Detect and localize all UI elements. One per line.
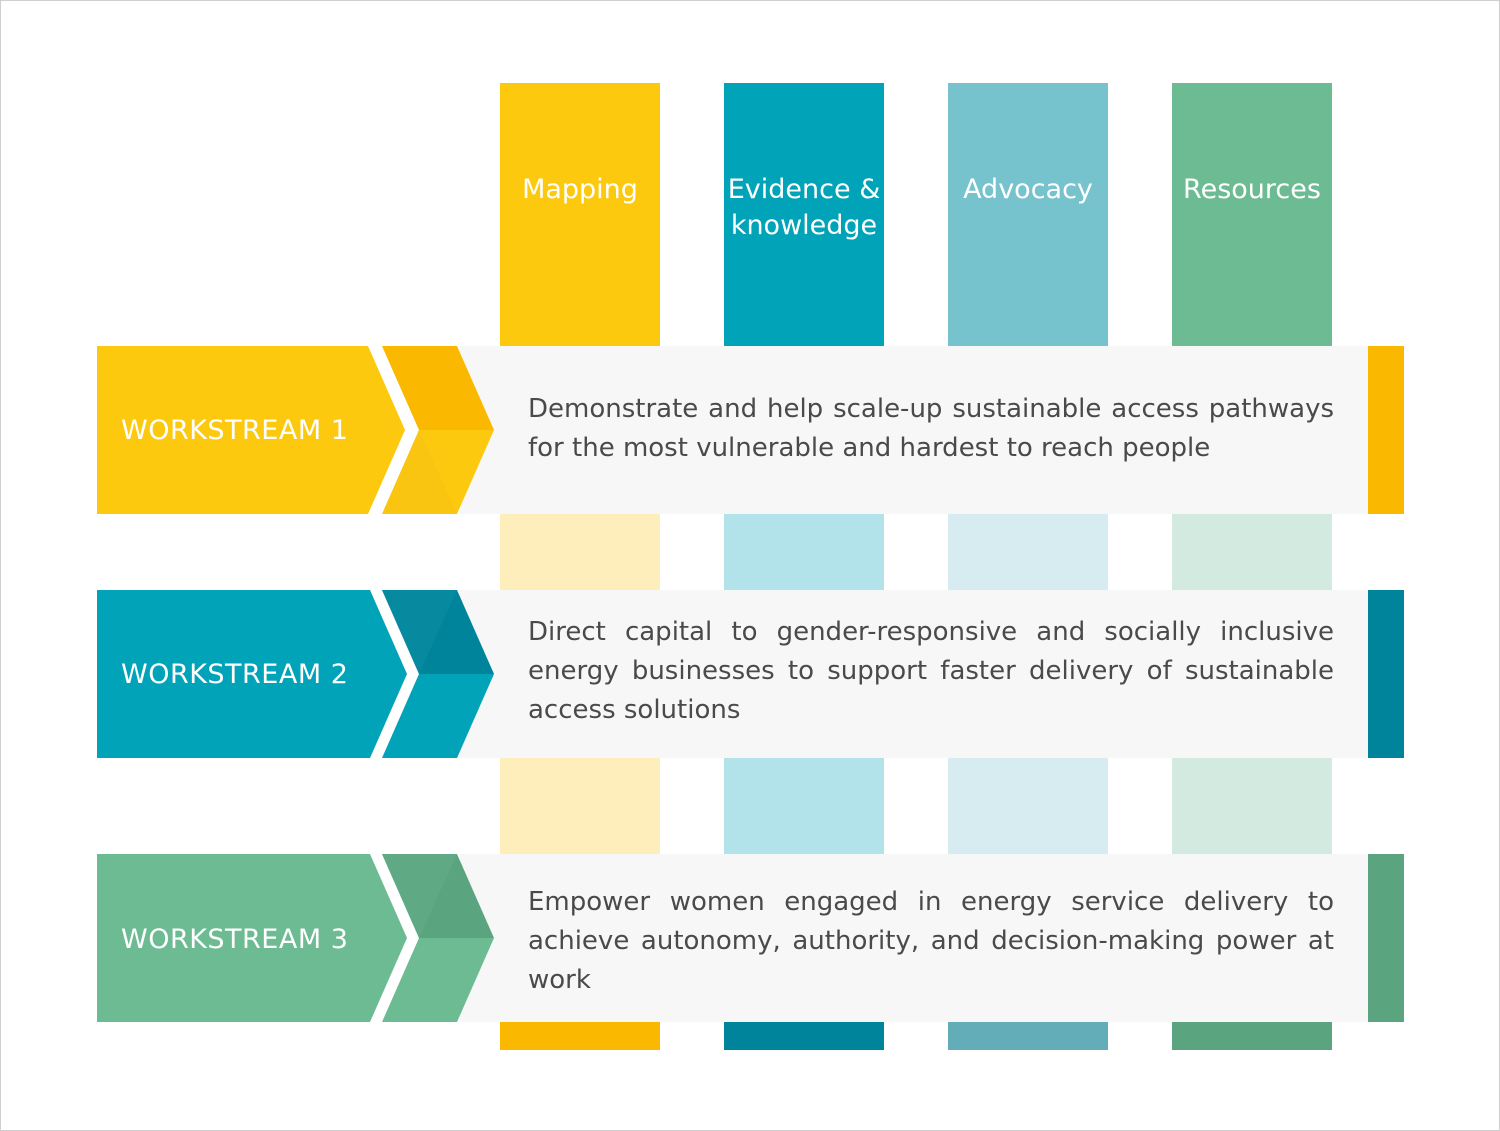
column-mapping-connector-1 [500, 514, 660, 590]
column-mapping-footer [500, 1022, 660, 1050]
column-evidence-connector-1 [724, 514, 884, 590]
workstream-1-band [460, 346, 1368, 514]
column-evidence-knowledge: Evidence & knowledge [724, 83, 884, 346]
workstream-3-label: WORKSTREAM 3 [121, 924, 349, 955]
column-resources: Resources [1172, 83, 1332, 346]
column-resources-connector-2 [1172, 758, 1332, 854]
workstream-2-arrow [97, 590, 494, 758]
column-mapping-connector-2 [500, 758, 660, 854]
workstream-3-arrow [97, 854, 494, 1022]
column-evidence-connector-2 [724, 758, 884, 854]
column-resources-connector-1 [1172, 514, 1332, 590]
column-mapping-label: Mapping [522, 174, 638, 205]
column-evidence-knowledge-label: Evidence & knowledge [727, 174, 881, 241]
workstream-1-arrow [97, 346, 494, 514]
column-advocacy-label: Advocacy [963, 174, 1093, 205]
column-advocacy-footer [948, 1022, 1108, 1050]
workstream-3-description: Empower women engaged in energy service … [528, 887, 1334, 995]
workstream-2-endcap [1368, 590, 1404, 758]
workstream-3-band [460, 854, 1368, 1022]
workstream-1-endcap [1368, 346, 1404, 514]
column-advocacy-connector-2 [948, 758, 1108, 854]
column-resources-label: Resources [1183, 174, 1321, 205]
column-evidence-footer [724, 1022, 884, 1050]
workstream-2-description: Direct capital to gender-responsive and … [528, 617, 1334, 725]
workstream-1-description: Demonstrate and help scale-up sustainabl… [528, 394, 1334, 463]
workstream-2-band [460, 590, 1368, 758]
column-mapping: Mapping [500, 83, 660, 346]
column-advocacy: Advocacy [948, 83, 1108, 346]
workstream-3-endcap [1368, 854, 1404, 1022]
workstream-2-label: WORKSTREAM 2 [121, 659, 349, 690]
workstream-1-label: WORKSTREAM 1 [121, 415, 349, 446]
column-resources-footer [1172, 1022, 1332, 1050]
column-advocacy-connector-1 [948, 514, 1108, 590]
